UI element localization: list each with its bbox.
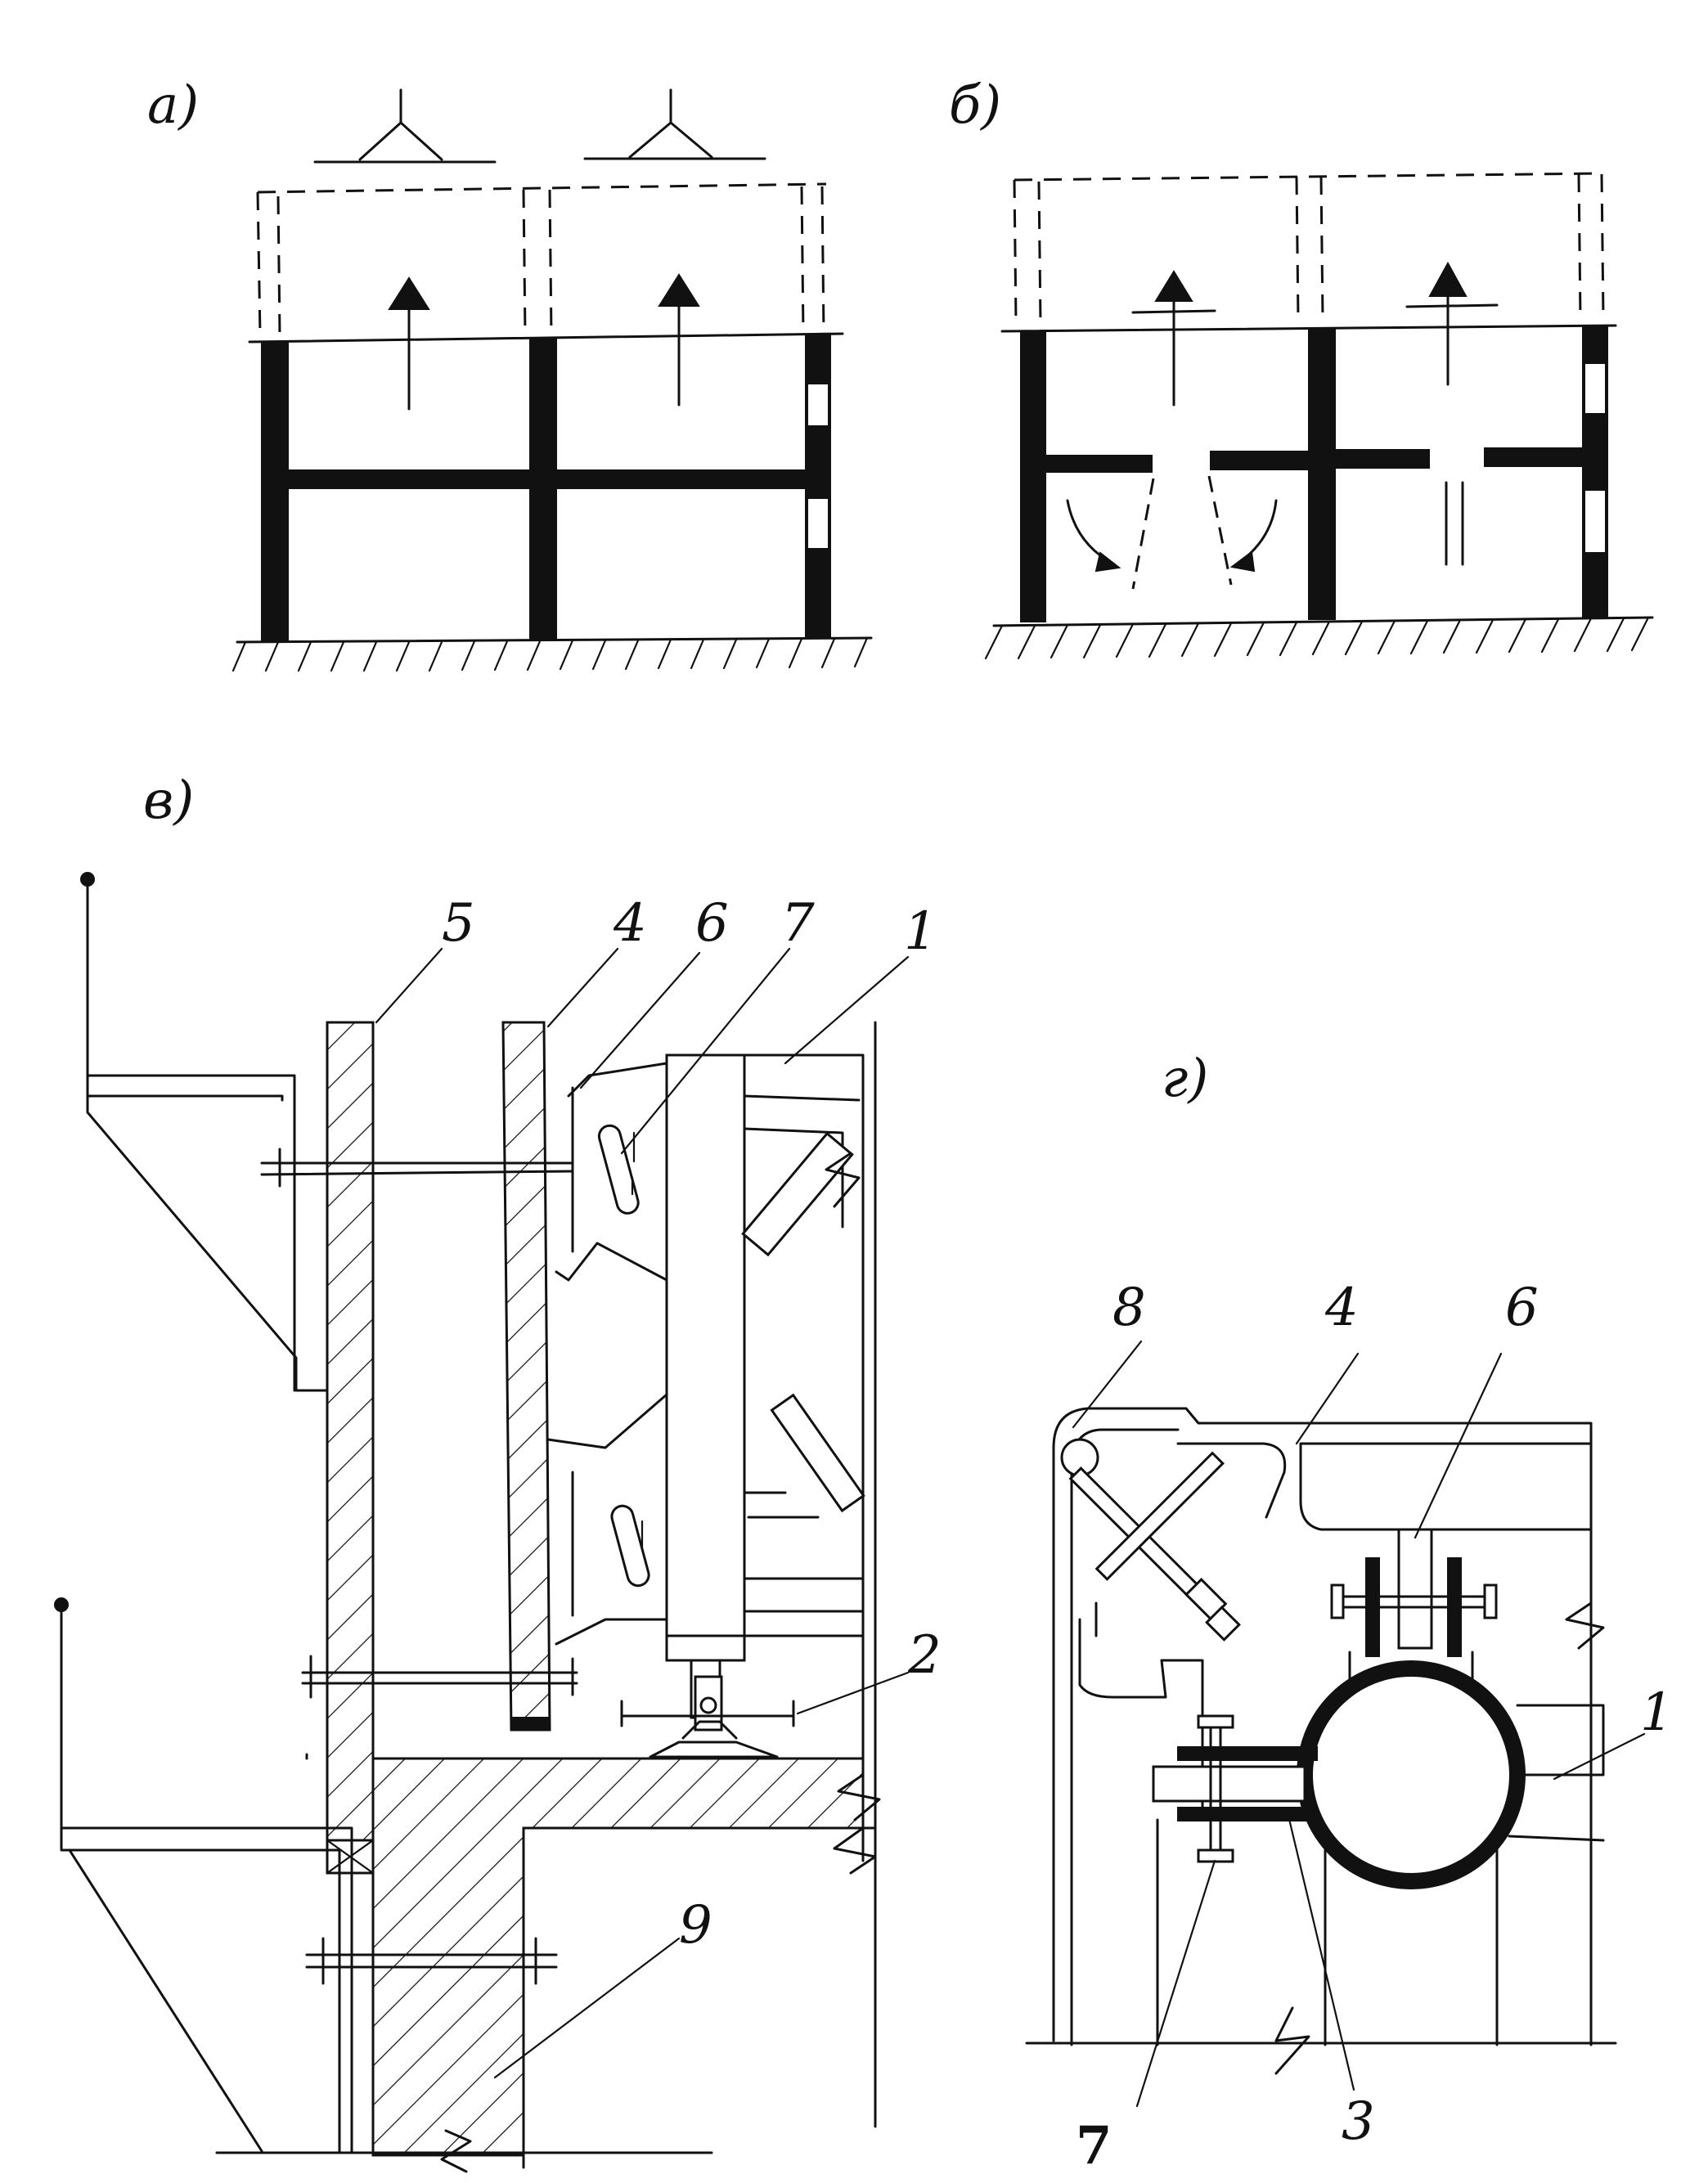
panel-b-label: б)	[949, 75, 1001, 136]
panel-a-crane-hook-left	[313, 88, 497, 164]
callout-6: 6	[695, 893, 729, 954]
panel-b-lift-arrow-right	[1405, 261, 1499, 386]
callout-8: 8	[1112, 1278, 1146, 1338]
panel-a-beam	[287, 469, 807, 489]
callout-4: 4	[613, 893, 647, 954]
panel-g-clamp-6	[1330, 1528, 1498, 1657]
panel-v-hinge-bracket-lower	[546, 1393, 672, 1646]
panel-v-lower-tie	[305, 1937, 558, 1985]
panel-v-screw-jack-2	[620, 1675, 795, 1759]
panel-b-column-left	[1020, 330, 1046, 622]
panel-b-column-right-gaps	[1585, 364, 1605, 552]
panel-g: г)	[1025, 1049, 1674, 2176]
panel-v-callout-leaders	[375, 947, 910, 2079]
panel-a-column-right-section	[805, 335, 831, 639]
panel-b-ground	[984, 616, 1654, 660]
panel-a-column-left	[261, 341, 289, 641]
panel-v-hinge-bracket-upper	[555, 1062, 668, 1282]
panel-a-lift-arrow-left	[388, 276, 430, 411]
panel-a: а)	[147, 75, 873, 672]
panel-v-upper-scaffold-bracket	[80, 872, 329, 1392]
panel-b-lifted-formwork	[1013, 172, 1605, 324]
callout-7: 7	[781, 893, 815, 954]
callout-3: 3	[1342, 2091, 1375, 2152]
panel-b-lift-arrow-left	[1131, 270, 1216, 407]
callout-5: 5	[442, 893, 475, 954]
callout-9: 9	[679, 1895, 712, 1956]
panel-b-column-middle	[1308, 328, 1336, 620]
panel-b: б)	[949, 75, 1654, 660]
panel-v-right-frame	[741, 1021, 877, 2128]
panel-a-ground	[231, 636, 873, 672]
panel-g-clamp-3	[1152, 1714, 1318, 1863]
panel-v-spacer-block	[326, 1839, 375, 1875]
callout-g-6: 6	[1505, 1278, 1539, 1338]
callout-g-1: 1	[1640, 1682, 1674, 1743]
panel-g-frame-lines	[1025, 1528, 1617, 2075]
panel-g-diagonal-brace	[1068, 1451, 1241, 1642]
panel-v-label: в)	[143, 770, 194, 831]
panel-b-beams	[1045, 447, 1584, 473]
panel-v-inner-form-panel-4	[501, 1021, 551, 1732]
panel-a-label: а)	[147, 75, 199, 136]
callout-g-4: 4	[1324, 1278, 1359, 1338]
panel-a-lifted-formwork	[256, 182, 827, 336]
panel-v-concrete-slab	[371, 1757, 881, 2157]
panel-b-folding-panels	[1066, 475, 1464, 590]
panel-a-column-right-gaps	[808, 384, 828, 548]
panel-a-crane-hook-right	[583, 88, 766, 160]
callout-g-7: 7	[1076, 2115, 1112, 2176]
panel-v-lower-scaffold-bracket	[54, 1597, 353, 2153]
panel-a-lift-arrow-right	[658, 273, 700, 407]
callout-1: 1	[904, 901, 937, 962]
panel-v: в)	[54, 770, 942, 2173]
panel-v-outer-form-panel-5	[326, 1021, 375, 1842]
panel-v-frame-post-1	[665, 1053, 746, 1719]
panel-g-form-panel-4	[1176, 1442, 1593, 1531]
callout-2: 2	[907, 1625, 942, 1686]
panel-v-panel-4-foot	[510, 1717, 549, 1731]
panel-g-label: г)	[1162, 1049, 1208, 1109]
panel-g-corner-profile-8	[1052, 1407, 1593, 2042]
panel-g-tube-1	[1297, 1651, 1605, 1889]
panel-v-base-line	[215, 2129, 713, 2173]
panel-g-callout-leaders	[1072, 1340, 1646, 2108]
panel-v-tie-bolts	[260, 1148, 578, 1699]
